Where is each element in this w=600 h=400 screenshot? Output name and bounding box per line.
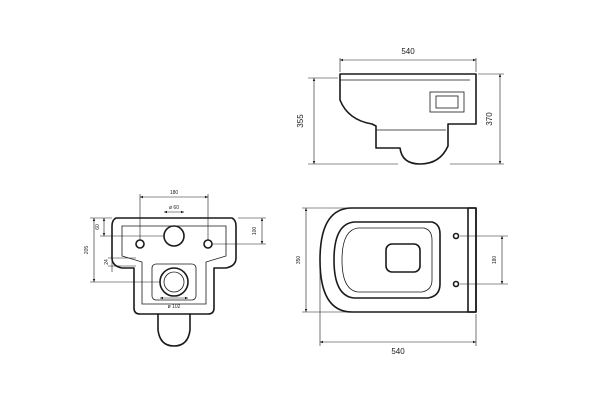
top-dim-width: 540 (391, 347, 405, 356)
top-dim-bolt-spacing: 180 (492, 256, 498, 265)
front-view-bolt-left (135, 239, 145, 249)
side-dim-width: 540 (401, 47, 415, 56)
front-dim-inlet-dia: ø 60 (169, 205, 179, 211)
top-view-seat-outer (333, 221, 441, 299)
side-dim-right-height: 370 (485, 112, 494, 126)
side-dim-left-height: 355 (296, 114, 305, 128)
top-view-mount-plate (467, 207, 477, 313)
top-view-water (385, 243, 421, 273)
top-view: 350 180 540 (296, 207, 508, 356)
side-view-flange (429, 91, 465, 113)
front-dim-top-width: 180 (170, 190, 179, 196)
front-dim-small: 24 (104, 259, 110, 265)
front-view-bowl (157, 313, 191, 347)
side-view-outline (339, 73, 477, 165)
front-dim-overall-height: 205 (84, 246, 90, 255)
front-dim-upper: 60 (95, 224, 101, 230)
front-view: 180 ø 60 ø 102 205 60 24 100 (84, 190, 266, 347)
top-view-bolt-bottom (452, 280, 460, 288)
top-dim-depth: 350 (296, 256, 302, 265)
top-view-seat-inner (341, 227, 433, 293)
side-view-flange-inner (435, 95, 459, 109)
front-view-bolt-right (203, 239, 213, 249)
front-dim-right-height: 100 (252, 227, 258, 236)
front-view-inlet (163, 225, 185, 247)
top-view-bolt-top (452, 232, 460, 240)
top-view-outline (319, 207, 477, 313)
front-dim-outlet-dia: ø 102 (168, 304, 181, 310)
side-view: 540 355 370 (296, 47, 504, 165)
